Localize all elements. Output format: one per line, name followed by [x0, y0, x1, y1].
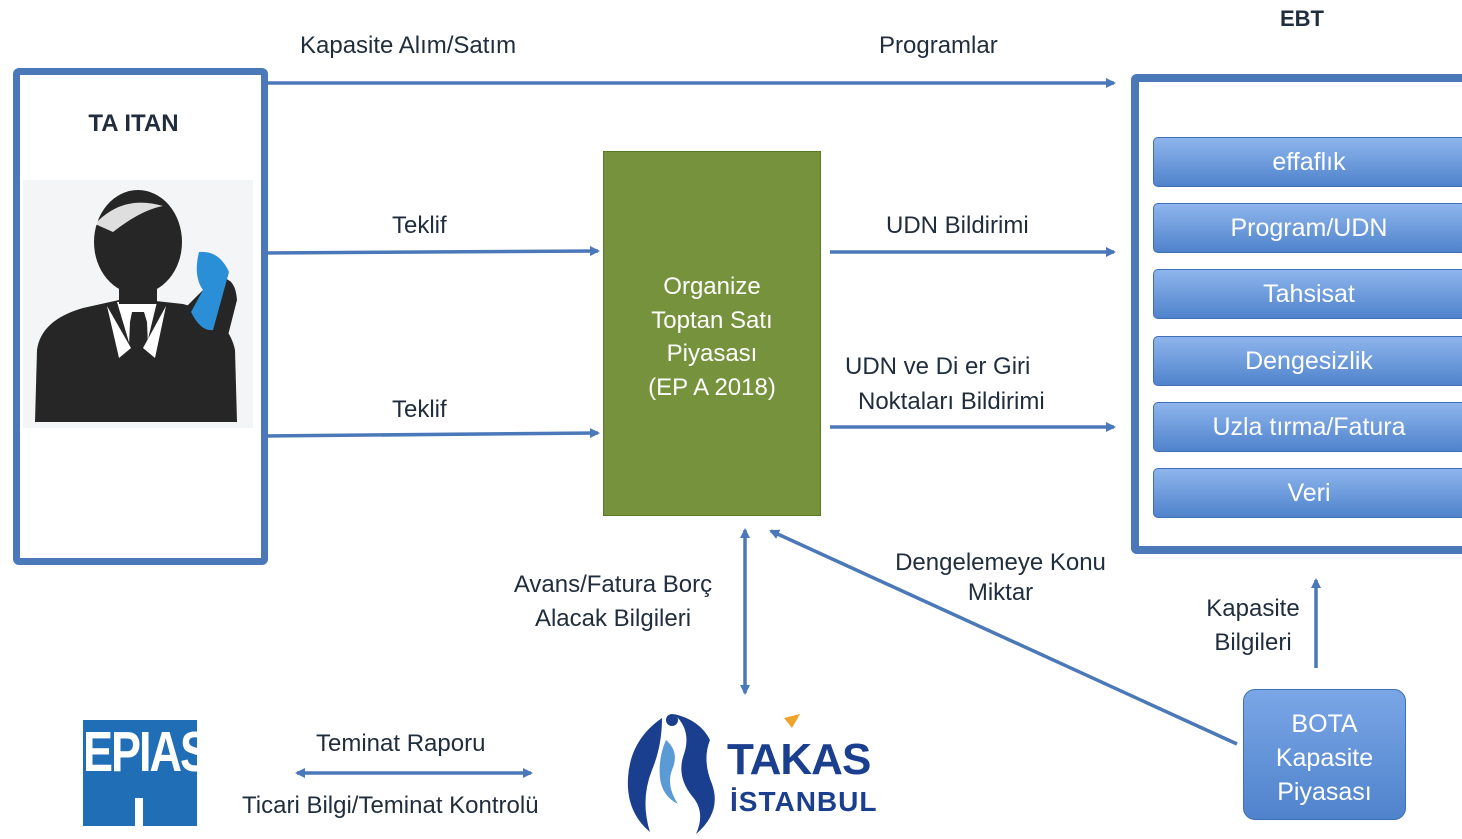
takas-istanbul-logo [627, 714, 800, 834]
organized-market-box: Organize Toptan Satı Piyasası (EP A 2018… [603, 151, 821, 516]
arrow-balancing [769, 529, 1238, 746]
takas-logo-subword: İSTANBUL [730, 786, 878, 817]
bid-bottom-label: Teklif [392, 396, 447, 423]
ebt-item-settlement-invoice: Uzla tırma/Fatura [1153, 402, 1462, 452]
ebt-item-transparency: effaflık [1153, 137, 1462, 187]
ebt-item-data: Veri [1153, 468, 1462, 518]
udn-other-label-line1: UDN ve Di er Giri [845, 353, 1031, 380]
ebt-item-program-udn: Program/UDN [1153, 203, 1462, 253]
ebt-title: EBT [1280, 6, 1324, 31]
capacity-trade-label: Kapasite Alım/Satım [300, 32, 517, 59]
ebt-item-imbalance: Dengesizlik [1153, 336, 1462, 386]
capacity-info-label: Kapasite Bilgileri [1206, 595, 1300, 656]
udn-notice-label: UDN Bildirimi [886, 212, 1029, 239]
botas-capacity-market-box: BOTA Kapasite Piyasası [1243, 689, 1406, 820]
balancing-label: Dengelemeye Konu Miktar [895, 549, 1106, 606]
epias-logo-text: EPIAS [83, 719, 210, 784]
bid-top-label: Teklif [392, 212, 447, 239]
arrow-bid-bottom [261, 428, 600, 439]
shipper-title: TA ITAN [88, 110, 179, 137]
commercial-check-label: Ticari Bilgi/Teminat Kontrolü [242, 792, 539, 819]
arrow-bid-top [261, 246, 600, 257]
udn-other-label-line2: Noktaları Bildirimi [858, 388, 1045, 415]
epias-logo: EPIAS [83, 719, 210, 826]
collateral-report-label: Teminat Raporu [316, 730, 486, 757]
ebt-item-allocation: Tahsisat [1153, 269, 1462, 319]
takas-logo-word: TAKAS [727, 735, 871, 784]
advance-invoice-label: Avans/Fatura Borç Alacak Bilgileri [513, 571, 713, 632]
organized-market-text: Organize Toptan Satı Piyasası (EP A 2018… [648, 273, 776, 401]
programs-label: Programlar [879, 32, 998, 59]
person-on-phone-icon [23, 180, 253, 428]
